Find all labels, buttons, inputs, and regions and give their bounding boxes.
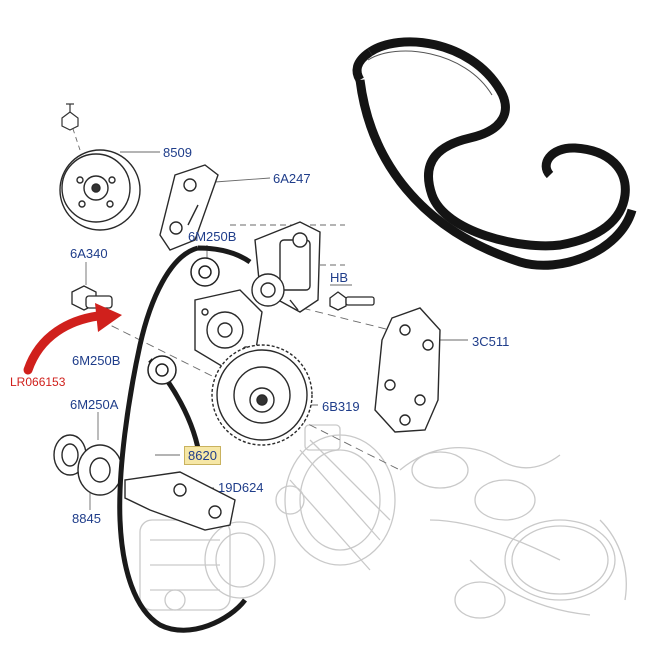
crankshaft-outline xyxy=(399,447,627,619)
callout-LR066153: LR066153 xyxy=(10,375,66,389)
callout-3C511: 3C511 xyxy=(472,334,510,349)
gear-pulley-6B319-icon xyxy=(211,344,313,446)
callout-HB: HB xyxy=(330,270,349,285)
callout-8845: 8845 xyxy=(72,511,101,526)
callout-6M250A: 6M250A xyxy=(70,397,119,412)
callout-6M250B-top: 6M250B xyxy=(188,229,237,244)
bolt-top-icon xyxy=(61,103,79,131)
ac-compressor-outline xyxy=(139,519,276,611)
callout-19D624: 19D624 xyxy=(218,480,264,495)
red-pointer-arrow xyxy=(23,303,122,375)
idler-8845-icon xyxy=(53,434,123,496)
tensioner-icon xyxy=(251,221,321,313)
idler-pulleys xyxy=(147,257,220,385)
callout-8509: 8509 xyxy=(163,145,192,160)
crankshaft-pulley-icon xyxy=(59,149,141,231)
bolt-6A340-icon xyxy=(71,285,113,311)
callout-8620: 8620 xyxy=(184,446,221,465)
callout-6A247: 6A247 xyxy=(273,171,311,186)
bolt-HB-icon xyxy=(329,291,375,311)
callout-6B319: 6B319 xyxy=(322,399,360,414)
bracket-19D624-icon xyxy=(124,471,236,531)
alternator-outline xyxy=(275,424,396,571)
callout-6A340: 6A340 xyxy=(70,246,108,261)
callout-6M250B-mid: 6M250B xyxy=(72,353,121,368)
bracket-6A247-icon xyxy=(159,164,219,251)
serpentine-belt-icon xyxy=(352,37,637,270)
background-engine-parts xyxy=(139,424,627,619)
bracket-3C511-icon xyxy=(374,307,441,433)
